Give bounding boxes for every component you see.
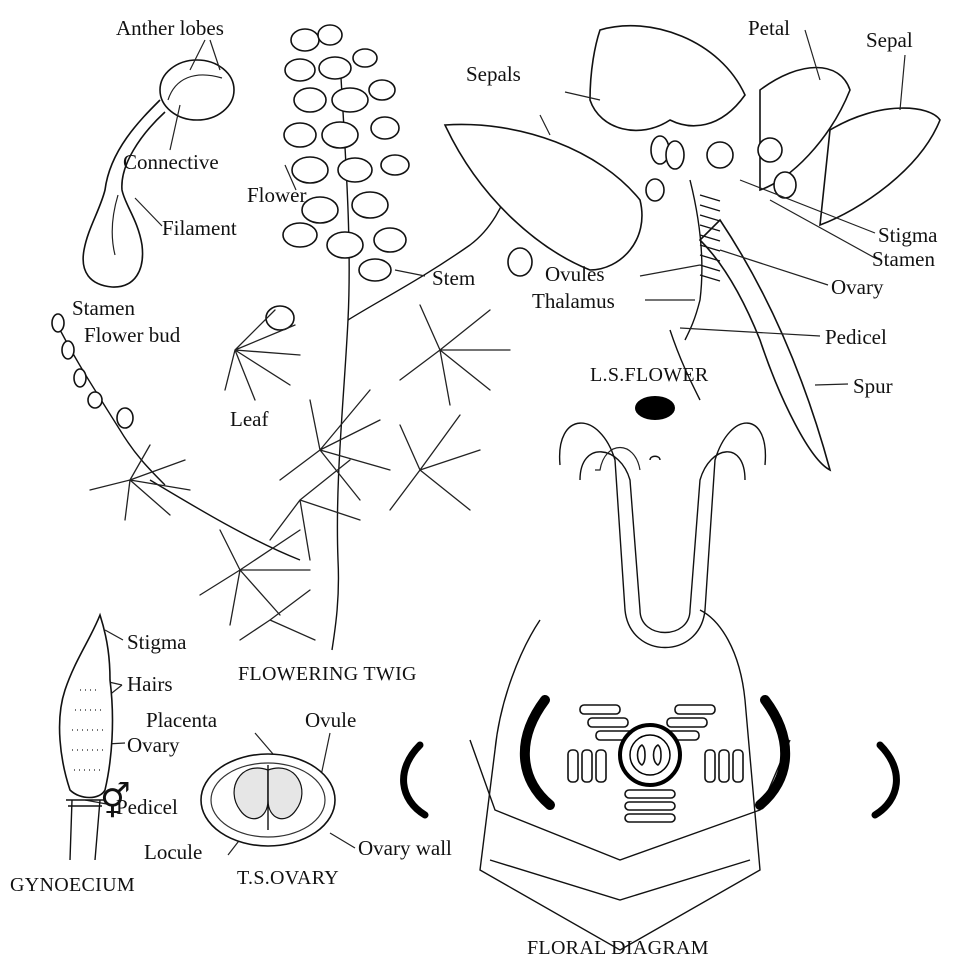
caption-flowering-twig: FLOWERING TWIG <box>238 664 417 684</box>
label-connective: Connective <box>123 152 219 173</box>
caption-floral-diagram: FLORAL DIAGRAM <box>527 938 709 958</box>
label-flower: Flower <box>247 185 307 206</box>
gynoecium-drawing <box>60 615 113 860</box>
label-hairs: Hairs <box>127 674 173 695</box>
label-sepals: Sepals <box>466 64 521 85</box>
label-spur: Spur <box>853 376 893 397</box>
bisexual-symbol-icon: ⚥ <box>100 785 131 819</box>
label-filament: Filament <box>162 218 237 239</box>
label-pedicel-flower: Pedicel <box>825 327 887 348</box>
anther <box>160 60 234 120</box>
label-ovules: Ovules <box>545 264 605 285</box>
caption-ls-flower: L.S.FLOWER <box>590 365 709 385</box>
label-leaf: Leaf <box>230 409 268 430</box>
label-thalamus: Thalamus <box>532 291 615 312</box>
label-locule: Locule <box>144 842 202 863</box>
label-stem: Stem <box>432 268 475 289</box>
label-placenta: Placenta <box>146 710 217 731</box>
label-petal: Petal <box>748 18 790 39</box>
label-flower-bud: Flower bud <box>84 325 180 346</box>
right-sepal <box>820 108 940 225</box>
label-stamen-flower: Stamen <box>872 249 935 270</box>
ovary-body <box>60 615 113 798</box>
caption-gynoecium: GYNOECIUM <box>10 875 135 895</box>
floral-diagram <box>404 423 897 950</box>
filament-body <box>83 100 165 287</box>
label-stigma-flower: Stigma <box>878 225 938 246</box>
label-anther-lobes: Anther lobes <box>116 18 224 39</box>
label-stigma-gyn: Stigma <box>127 632 187 653</box>
ts-ovary-drawing <box>201 754 335 846</box>
label-ovary-wall: Ovary wall <box>358 838 452 859</box>
upper-sepal <box>590 26 745 131</box>
spur <box>700 220 830 470</box>
label-ovary-flower: Ovary <box>831 277 883 298</box>
label-sepal: Sepal <box>866 30 913 51</box>
caption-ts-ovary: T.S.OVARY <box>237 868 339 888</box>
black-dot <box>635 396 675 420</box>
left-sepal <box>445 124 642 270</box>
label-ovary-gyn: Ovary <box>127 735 179 756</box>
label-ovule: Ovule <box>305 710 356 731</box>
label-stamen-twig: Stamen <box>72 298 135 319</box>
